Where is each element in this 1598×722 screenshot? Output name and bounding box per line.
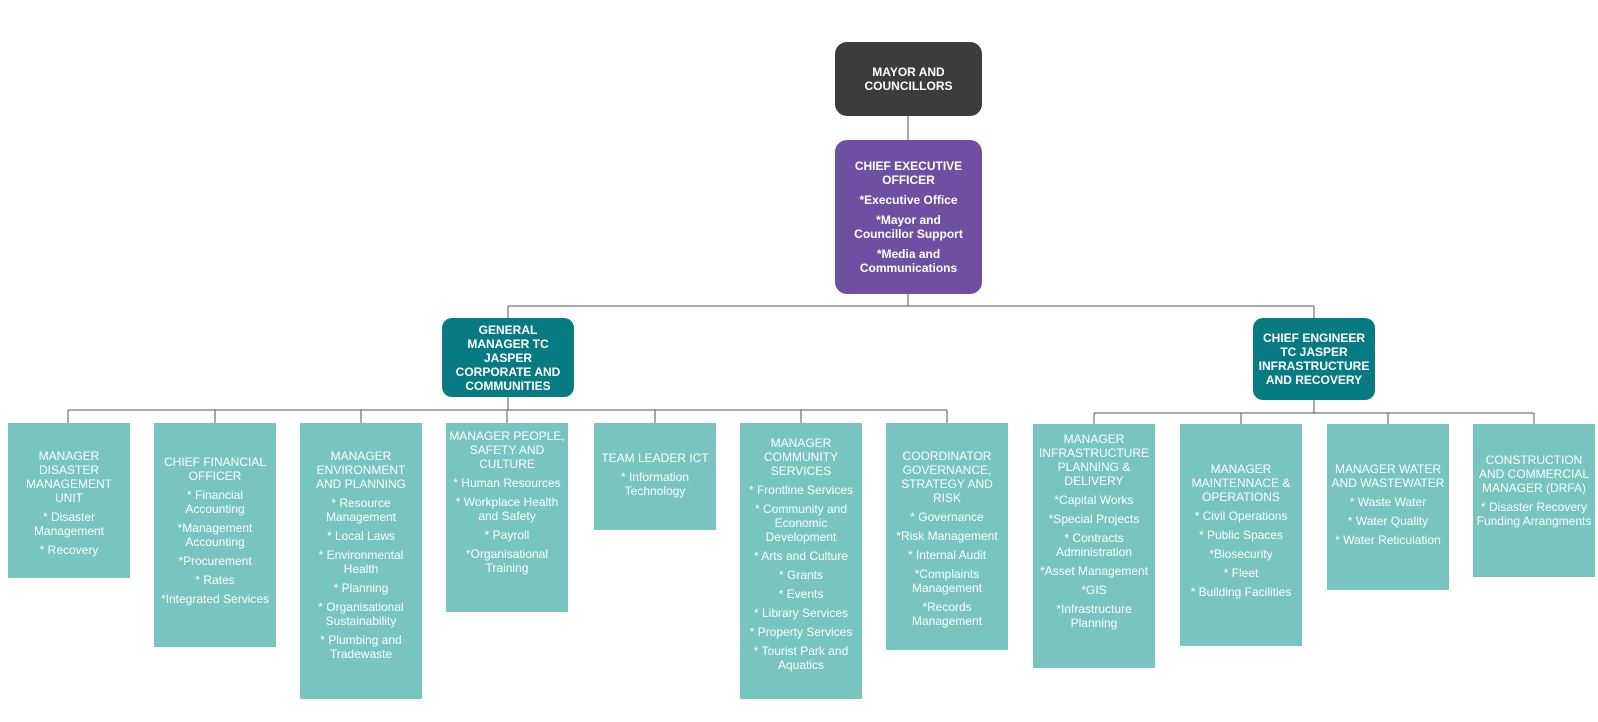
- mayor-title: MAYOR AND COUNCILLORS: [864, 65, 953, 93]
- unit-title: CONSTRUCTION AND COMMERCIAL MANAGER (DRF…: [1478, 453, 1589, 495]
- unit-item: *Infrastructure Planning: [1056, 602, 1132, 630]
- unit-construction-commercial: CONSTRUCTION AND COMMERCIAL MANAGER (DRF…: [1473, 424, 1595, 577]
- unit-item: * Tourist Park and Aquatics: [753, 644, 849, 672]
- unit-governance-strategy-risk: COORDINATOR GOVERNANCE, STRATEGY AND RIS…: [886, 423, 1008, 650]
- unit-item: * Information Technology: [620, 470, 690, 498]
- unit-title: CHIEF FINANCIAL OFFICER: [163, 455, 266, 483]
- unit-item: * Local Laws: [326, 529, 396, 543]
- ceo-item: *Media and Communications: [859, 247, 958, 275]
- unit-item: * Frontline Services: [748, 483, 854, 497]
- unit-item: * Community and Economic Development: [754, 502, 848, 544]
- unit-title: MANAGER DISASTER MANAGEMENT UNIT: [25, 449, 112, 505]
- unit-item: * Plumbing and Tradewaste: [320, 633, 402, 661]
- unit-item: * Building Facilities: [1190, 585, 1292, 599]
- unit-item: *Procurement: [178, 554, 252, 568]
- unit-title: MANAGER COMMUNITY SERVICES: [764, 436, 838, 478]
- unit-item: *Complaints Management: [911, 567, 983, 595]
- unit-item: * Recovery: [39, 543, 99, 557]
- unit-item: * Arts and Culture: [753, 549, 849, 563]
- unit-title: MANAGER WATER AND WASTEWATER: [1331, 462, 1445, 490]
- unit-title: MANAGER ENVIRONMENT AND PLANNING: [315, 449, 407, 491]
- unit-item: * Planning: [333, 581, 389, 595]
- unit-environment-planning: MANAGER ENVIRONMENT AND PLANNING * Resou…: [300, 423, 422, 699]
- ceo-title: CHIEF EXECUTIVE OFFICER: [854, 159, 963, 187]
- unit-ict: TEAM LEADER ICT * Information Technology: [594, 423, 716, 530]
- unit-item: * Contracts Administration: [1055, 531, 1133, 559]
- unit-title: MANAGER PEOPLE, SAFETY AND CULTURE: [449, 429, 565, 471]
- unit-title: MANAGER MAINTENNACE & OPERATIONS: [1191, 462, 1291, 504]
- unit-infrastructure-planning-delivery: MANAGER INFRASTRUCTURE PLANNING & DELIVE…: [1033, 424, 1155, 668]
- mayor-box: MAYOR AND COUNCILLORS: [835, 42, 982, 116]
- gm-corporate-title: GENERAL MANAGER TC JASPER CORPORATE AND …: [455, 322, 561, 393]
- unit-item: * Library Services: [753, 606, 849, 620]
- unit-item: * Water Quality: [1347, 514, 1429, 528]
- unit-item: *GIS: [1081, 583, 1107, 597]
- unit-item: * Fleet: [1223, 566, 1259, 580]
- ceo-box: CHIEF EXECUTIVE OFFICER *Executive Offic…: [835, 140, 982, 294]
- unit-item: * Human Resources: [453, 476, 561, 490]
- unit-item: * Property Services: [749, 625, 853, 639]
- gm-corporate-box: GENERAL MANAGER TC JASPER CORPORATE AND …: [442, 318, 574, 397]
- unit-title: COORDINATOR GOVERNANCE, STRATEGY AND RIS…: [901, 449, 993, 505]
- gm-infrastructure-box: CHIEF ENGINEER TC JASPER INFRASTRUCTURE …: [1253, 318, 1375, 400]
- unit-item: * Payroll: [484, 528, 530, 542]
- unit-item: * Rates: [195, 573, 235, 587]
- unit-chief-financial-officer: CHIEF FINANCIAL OFFICER * Financial Acco…: [154, 423, 276, 647]
- unit-item: * Waste Water: [1349, 495, 1427, 509]
- unit-item: * Environmental Health: [318, 548, 404, 576]
- unit-water-wastewater: MANAGER WATER AND WASTEWATER * Waste Wat…: [1327, 424, 1449, 590]
- unit-item: * Financial Accounting: [185, 488, 245, 516]
- ceo-item: *Mayor and Councillor Support: [854, 213, 963, 241]
- unit-item: *Asset Management: [1039, 564, 1149, 578]
- unit-item: *Capital Works: [1054, 493, 1134, 507]
- unit-item: *Management Accounting: [177, 521, 253, 549]
- unit-maintenance-operations: MANAGER MAINTENNACE & OPERATIONS * Civil…: [1180, 424, 1302, 646]
- gm-infrastructure-title: CHIEF ENGINEER TC JASPER INFRASTRUCTURE …: [1258, 331, 1370, 387]
- unit-item: *Risk Management: [896, 529, 998, 543]
- unit-item: * Public Spaces: [1198, 528, 1284, 542]
- unit-item: * Water Reticulation: [1335, 533, 1441, 547]
- unit-title: TEAM LEADER ICT: [601, 451, 709, 465]
- unit-item: * Civil Operations: [1194, 509, 1288, 523]
- unit-item: *Biosecurity: [1209, 547, 1273, 561]
- unit-community-services: MANAGER COMMUNITY SERVICES * Frontline S…: [740, 423, 862, 699]
- unit-title: MANAGER INFRASTRUCTURE PLANNING & DELIVE…: [1039, 432, 1149, 488]
- unit-item: *Records Management: [911, 600, 983, 628]
- unit-item: * Disaster Recovery Funding Arrangments: [1476, 500, 1592, 528]
- ceo-item: *Executive Office: [859, 193, 958, 207]
- unit-item: * Organisational Sustainability: [318, 600, 404, 628]
- unit-item: * Disaster Management: [33, 510, 105, 538]
- unit-item: * Resource Management: [325, 496, 397, 524]
- unit-item: *Special Projects: [1048, 512, 1140, 526]
- unit-item: *Organisational Training: [465, 547, 549, 575]
- unit-people-safety-culture: MANAGER PEOPLE, SAFETY AND CULTURE * Hum…: [446, 423, 568, 612]
- unit-item: * Workplace Health and Safety: [455, 495, 559, 523]
- unit-item: * Governance: [910, 510, 984, 524]
- unit-item: *Integrated Services: [160, 592, 270, 606]
- unit-item: * Grants: [778, 568, 823, 582]
- unit-item: * Events: [778, 587, 824, 601]
- unit-item: * Internal Audit: [907, 548, 987, 562]
- unit-disaster-management: MANAGER DISASTER MANAGEMENT UNIT * Disas…: [8, 423, 130, 578]
